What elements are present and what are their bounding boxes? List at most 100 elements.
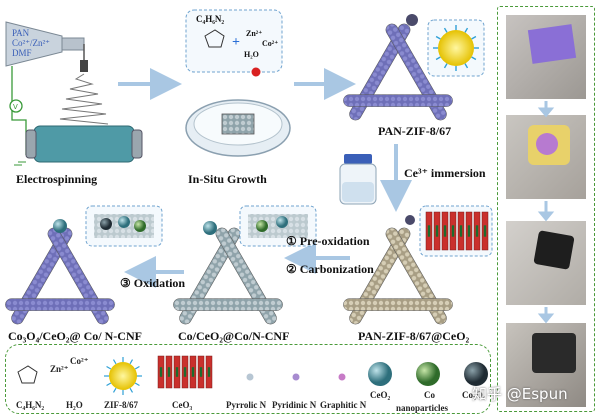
ce-particle [405, 215, 415, 225]
legend-co3o4: Co₃O₄ [462, 390, 486, 400]
ceo2-core [183, 367, 187, 377]
legend-co-icon [416, 362, 440, 386]
fiber-triangle-ceo2 [343, 227, 453, 325]
legend-graphitic-icon [338, 373, 346, 381]
zif-spike [129, 359, 134, 365]
ceo2-core [475, 225, 479, 237]
legend-ceo2-icon [368, 362, 392, 386]
legend-pyridinic: Pyridinic N [272, 400, 317, 410]
label-pan-zif: PAN-ZIF-8/67 [378, 124, 452, 138]
legend-co3o4-icon [464, 362, 488, 386]
fiber-rod [343, 94, 453, 107]
legend-zn: Zn²⁺ [50, 364, 69, 374]
ceo2-core [459, 225, 463, 237]
syringe-plunger [61, 37, 85, 51]
label-co3o4: Co₃O₄/CeO₂@ Co/ N-CNF [8, 329, 142, 343]
reagent-box [185, 9, 283, 73]
needle [80, 60, 88, 72]
label-pre-oxidation: ① Pre-oxidation [286, 234, 370, 248]
zif-spike [471, 35, 477, 40]
ceo2-core [451, 225, 455, 237]
ceo2-core [167, 367, 171, 377]
photo-membrane-black [506, 221, 586, 305]
ceo2-core [443, 225, 447, 237]
legend-graphitic: Graphitic N [320, 400, 367, 410]
mesh-patch [221, 113, 255, 135]
zif-spike [134, 382, 140, 387]
zif-spike [435, 56, 441, 61]
syringe-text-ions: Co²⁺/Zn²⁺ [12, 38, 50, 48]
label-ce-immersion: Ce³⁺ immersion [404, 166, 486, 180]
legend-pyrrolic-icon [246, 373, 254, 381]
label-electrospinning: Electrospinning [16, 172, 98, 186]
fiber-triangle-pan-zif [343, 23, 453, 121]
legend-co: Co²⁺ [70, 356, 89, 366]
ceo2-core [207, 367, 211, 377]
zif-spike [443, 27, 448, 33]
svg-text:+: + [232, 35, 240, 50]
label-in-situ-growth: In-Situ Growth [188, 172, 267, 186]
legend-pyridinic-icon [292, 373, 300, 381]
zif-spike [464, 63, 469, 69]
ceo2-core [483, 225, 487, 237]
zif-spike [129, 387, 134, 393]
reagent-co: Co²⁺ [262, 39, 279, 48]
fiber-spray [59, 73, 109, 125]
legend-ceo3: CeO₃ [172, 400, 193, 410]
ceo2-core [175, 367, 179, 377]
legend-formula: C₄H₆N₂ [16, 400, 45, 410]
zif-spike [106, 365, 112, 370]
syringe-text-dmf: DMF [12, 48, 32, 58]
legend-co-np: Co [424, 390, 435, 400]
ceo2-core [199, 367, 203, 377]
ceo2-core [467, 225, 471, 237]
reagent-formula: C₄H₆N₂ [196, 14, 225, 24]
voltage-source-icon [9, 99, 23, 113]
photo-membrane-purple [506, 15, 586, 99]
graphene-inset-co [239, 205, 317, 247]
fiber-structures [5, 23, 453, 325]
legend-imidazole-icon [17, 365, 38, 384]
zif-spike [134, 365, 140, 370]
legend-ceo2: CeO₂ [370, 390, 391, 400]
fiber-rod [173, 298, 283, 311]
ceo2-nanoparticle [53, 219, 67, 233]
co-ion-dot [251, 67, 261, 77]
legend-zif-icon [109, 362, 137, 390]
fiber-triangle-co3o4 [5, 227, 115, 325]
zif-spike [471, 56, 477, 61]
ce-solution-vial [339, 154, 377, 205]
ceo2-core [435, 225, 439, 237]
zif-spike [106, 382, 112, 387]
photo-membrane-dark [506, 323, 586, 407]
syringe-body [5, 21, 63, 67]
legend-zif: ZIF-8/67 [104, 400, 139, 410]
ceo2-core [427, 225, 431, 237]
zif-spike [464, 27, 469, 33]
ceo2-inset [419, 205, 493, 257]
graphene-inset-co3o4 [85, 205, 163, 247]
watermark: 知乎 @Espun [472, 385, 568, 403]
svg-text:V: V [13, 103, 18, 111]
label-carbonization: ② Carbonization [286, 262, 374, 276]
process-arrows [118, 68, 412, 288]
imidazole-ring [204, 29, 225, 48]
co-nanoparticle [203, 221, 217, 235]
reagent-zn: Zn²⁺ [246, 29, 263, 38]
zif-spike [435, 35, 441, 40]
legend-nanoparticles: nanoparticles [396, 403, 449, 413]
label-pan-zif-ceo2: PAN-ZIF-8/67@CeO₂ [358, 329, 470, 343]
electrospinning-setup: V [5, 21, 143, 166]
photo-membrane-yellow [506, 115, 586, 199]
zif-particle [406, 14, 418, 26]
ceo2-core [159, 367, 163, 377]
photo-panel [497, 6, 595, 412]
collector-drum [33, 125, 135, 163]
zif-spike [112, 387, 117, 393]
fiber-rod [5, 298, 115, 311]
fiber-triangle-co [173, 227, 283, 325]
ceo2-core [191, 367, 195, 377]
in-situ-growth: + [185, 9, 291, 157]
zif-spike [443, 63, 448, 69]
